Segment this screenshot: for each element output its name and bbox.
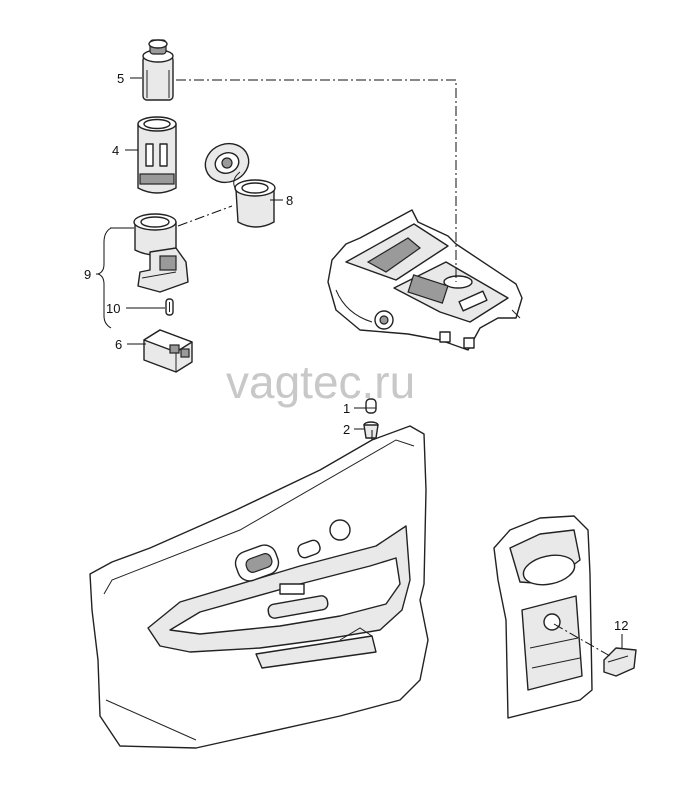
part-6-connector-block <box>143 329 193 373</box>
callout-10: 10 <box>106 301 120 316</box>
callout-5: 5 <box>117 71 124 86</box>
part-4-lighter-socket <box>137 116 177 194</box>
callout-8: 8 <box>286 193 293 208</box>
part-5-lighter-plug <box>142 39 174 101</box>
part-1-bulb <box>365 398 377 414</box>
part-9-holder-assembly <box>133 213 189 293</box>
callout-2: 2 <box>343 422 350 437</box>
part-12-cap <box>603 647 637 677</box>
part-10-bulb <box>165 298 174 316</box>
watermark-text: vagtec.ru <box>226 356 415 408</box>
rear-bezel-panel <box>493 515 593 719</box>
center-console <box>327 209 523 351</box>
reference-lines <box>176 79 611 657</box>
callout-1: 1 <box>343 401 350 416</box>
callout-9: 9 <box>84 267 91 282</box>
leader-lines <box>96 77 623 648</box>
part-8-socket-with-cap <box>204 142 276 228</box>
callout-4: 4 <box>112 143 119 158</box>
callout-12: 12 <box>614 618 628 633</box>
door-trim-panel <box>89 425 429 749</box>
callout-6: 6 <box>115 337 122 352</box>
part-2-bulb-holder <box>363 421 379 439</box>
